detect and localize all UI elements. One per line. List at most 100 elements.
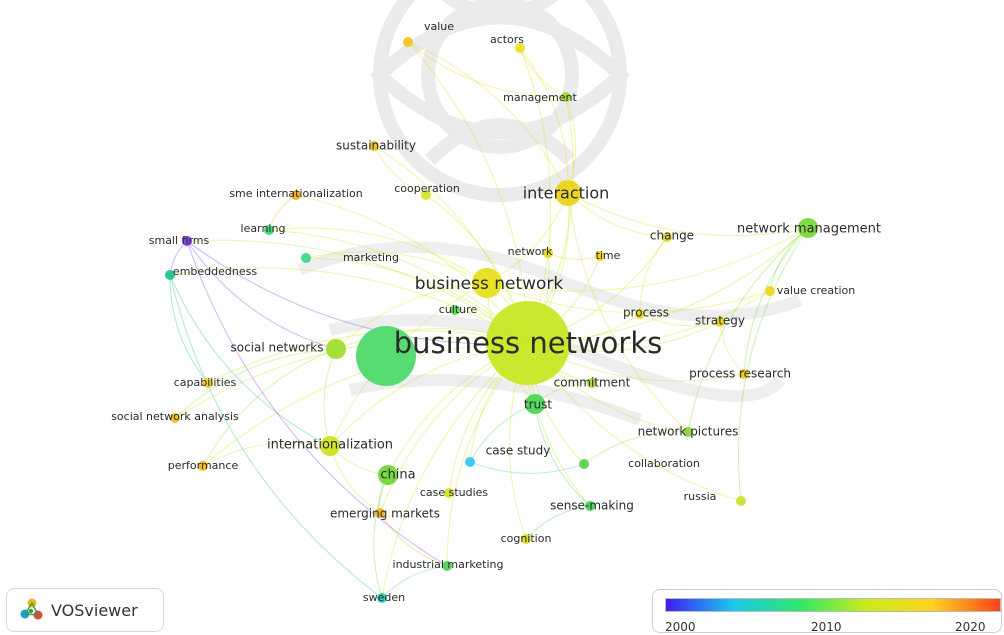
node-label[interactable]: value — [424, 20, 454, 33]
network-node[interactable] — [320, 436, 340, 456]
network-node[interactable] — [472, 268, 502, 298]
network-node[interactable] — [715, 317, 725, 327]
network-node[interactable] — [465, 457, 475, 467]
network-edge — [519, 47, 567, 98]
network-node[interactable] — [442, 561, 452, 571]
network-edge — [379, 512, 448, 567]
node-label[interactable]: capabilities — [174, 376, 237, 389]
network-node[interactable] — [198, 461, 208, 471]
network-node[interactable] — [170, 413, 180, 423]
node-label[interactable]: case studies — [420, 486, 489, 499]
network-node[interactable] — [264, 225, 274, 235]
network-node[interactable] — [377, 593, 387, 603]
scale-tick-label: 2000 — [665, 620, 696, 634]
network-node[interactable] — [291, 190, 301, 200]
node-label[interactable]: russia — [684, 490, 717, 503]
network-node[interactable] — [515, 43, 525, 53]
network-node[interactable] — [662, 232, 672, 242]
network-node[interactable] — [525, 394, 545, 414]
edge-layer — [169, 41, 809, 599]
network-node[interactable] — [798, 218, 818, 238]
node-label[interactable]: actors — [490, 33, 524, 46]
node-label[interactable]: collaboration — [628, 457, 700, 470]
network-node[interactable] — [587, 378, 597, 388]
node-label[interactable]: time — [596, 249, 621, 262]
node-label[interactable]: business network — [415, 274, 564, 294]
node-label[interactable]: trust — [524, 398, 552, 412]
node-label[interactable]: sme internationalization — [229, 187, 362, 200]
node-label[interactable]: commitment — [554, 376, 631, 390]
network-node[interactable] — [403, 37, 413, 47]
network-node[interactable] — [595, 251, 605, 261]
network-node[interactable] — [736, 496, 746, 506]
node-label[interactable]: network pictures — [638, 425, 739, 439]
vosviewer-logo: VOSviewer — [6, 588, 164, 632]
network-node[interactable] — [486, 301, 570, 385]
network-node[interactable] — [182, 236, 192, 246]
network-node[interactable] — [444, 488, 454, 498]
network-node[interactable] — [165, 270, 175, 280]
network-edge — [329, 445, 381, 514]
network-edge — [202, 348, 337, 467]
network-edge — [202, 342, 529, 467]
node-label[interactable]: marketing — [343, 251, 399, 264]
node-label[interactable]: value creation — [777, 284, 855, 297]
node-label[interactable]: embeddedness — [173, 265, 257, 278]
network-edge — [381, 565, 448, 599]
node-label[interactable]: performance — [168, 459, 239, 472]
node-label[interactable]: internationalization — [267, 438, 393, 453]
network-node[interactable] — [561, 92, 571, 102]
network-node[interactable] — [579, 459, 589, 469]
network-node[interactable] — [369, 141, 379, 151]
network-node[interactable] — [450, 305, 460, 315]
network-node[interactable] — [421, 190, 431, 200]
network-node[interactable] — [203, 378, 213, 388]
node-label[interactable]: sweden — [363, 591, 405, 604]
node-label[interactable]: strategy — [695, 314, 745, 328]
node-label[interactable]: change — [650, 229, 694, 243]
node-label[interactable]: network — [508, 245, 553, 258]
node-label[interactable]: culture — [439, 303, 478, 316]
node-label[interactable]: small firms — [149, 234, 210, 247]
network-node[interactable] — [521, 534, 531, 544]
node-label[interactable]: interaction — [523, 184, 610, 203]
node-label[interactable]: china — [380, 468, 415, 483]
node-label[interactable]: social networks — [230, 341, 323, 355]
network-node[interactable] — [555, 180, 581, 206]
scale-tick-label: 2020 — [955, 620, 986, 634]
network-node[interactable] — [301, 253, 311, 263]
network-node[interactable] — [585, 501, 595, 511]
node-label[interactable]: sustainability — [336, 139, 416, 153]
network-edge — [547, 252, 601, 260]
network-node[interactable] — [356, 326, 416, 386]
network-node[interactable] — [635, 309, 645, 319]
network-edge — [525, 505, 591, 540]
node-label[interactable]: case study — [486, 444, 551, 458]
node-label[interactable]: business networks — [394, 326, 663, 360]
network-node[interactable] — [683, 427, 693, 437]
node-label[interactable]: social network analysis — [111, 410, 239, 423]
node-label[interactable]: sense-making — [550, 499, 634, 513]
node-label[interactable]: process research — [689, 367, 791, 381]
network-edge — [186, 240, 448, 567]
node-label[interactable]: emerging markets — [330, 507, 440, 521]
network-node[interactable] — [375, 508, 385, 518]
network-node[interactable] — [543, 248, 553, 258]
node-label[interactable]: process — [623, 306, 669, 320]
network-node[interactable] — [378, 465, 398, 485]
network-node[interactable] — [326, 339, 346, 359]
network-node[interactable] — [739, 369, 749, 379]
vosviewer-logo-text: VOSviewer — [51, 600, 138, 620]
node-label[interactable]: cooperation — [394, 182, 460, 195]
node-label[interactable]: cognition — [501, 532, 552, 545]
network-node[interactable] — [765, 286, 775, 296]
node-label[interactable]: management — [503, 91, 577, 104]
node-label[interactable]: industrial marketing — [393, 558, 504, 571]
network-edge — [186, 240, 529, 345]
network-edge — [519, 47, 569, 194]
network-edge — [169, 267, 529, 344]
node-label[interactable]: learning — [241, 222, 286, 235]
network-edge — [737, 227, 809, 502]
node-label[interactable]: network management — [737, 222, 881, 237]
